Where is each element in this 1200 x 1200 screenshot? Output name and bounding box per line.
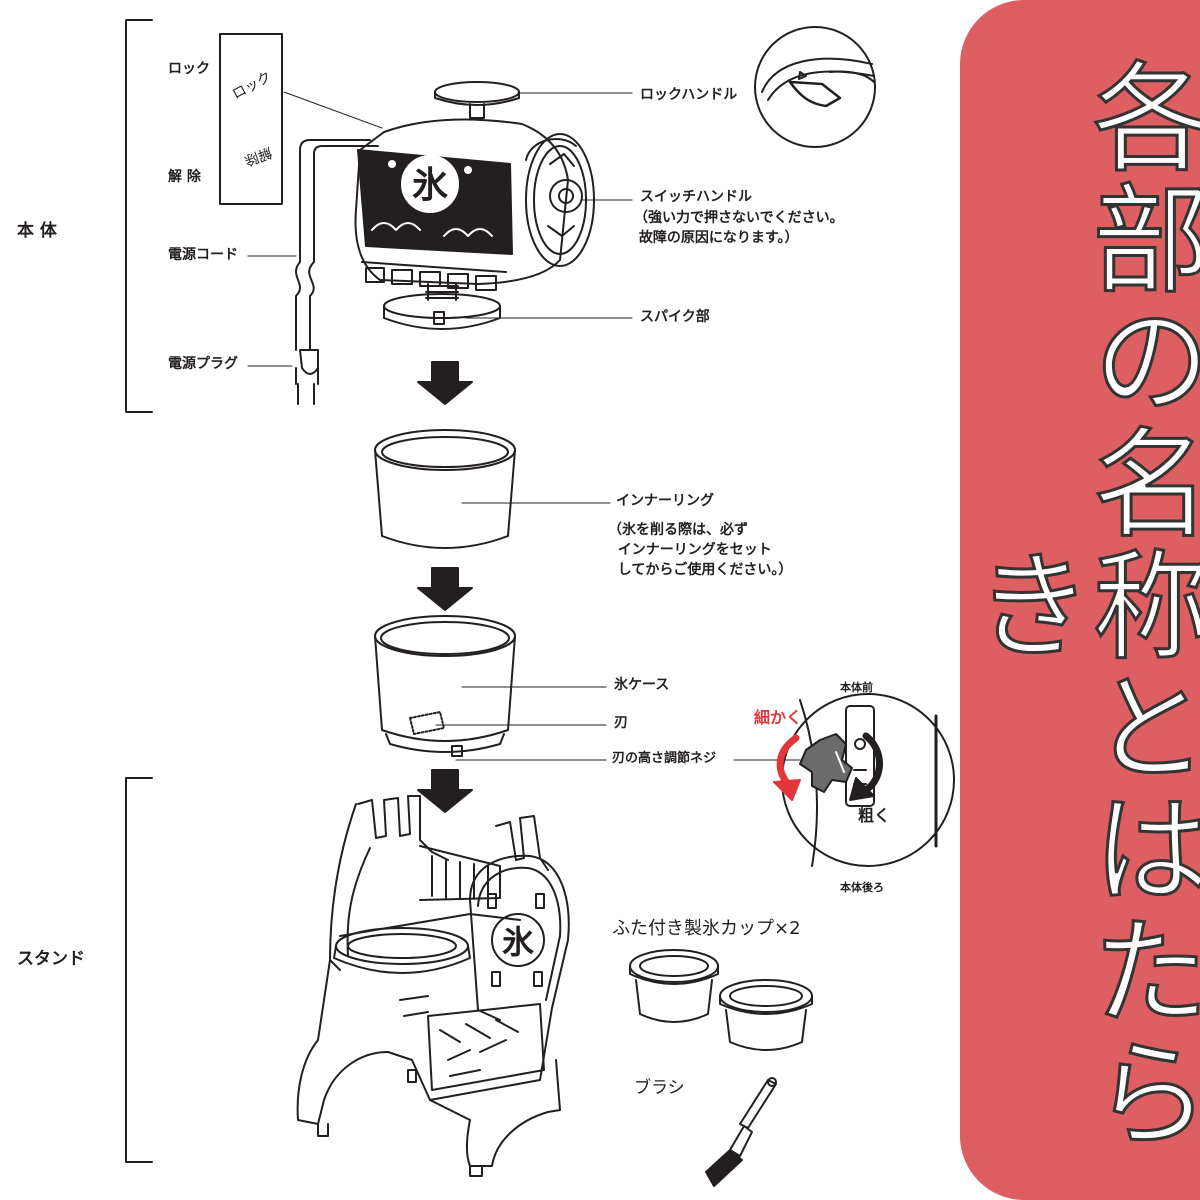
inner-ring (374, 429, 516, 549)
label-power-plug: 電源プラグ (168, 356, 238, 372)
lock-plate-lock-text: ロック (230, 69, 275, 103)
label-lock-handle: ロックハンドル (640, 87, 738, 103)
ice-cups (629, 949, 813, 1051)
label-unlock: 解 除 (168, 169, 201, 185)
bracket-body (125, 19, 153, 413)
note-switch-handle: （強い力で押さないでください。 故障の原因になります。） (634, 210, 844, 246)
stand: 氷 (296, 795, 570, 1177)
label-lock: ロック (168, 61, 210, 77)
stand-ice-kanji: 氷 (502, 923, 535, 961)
section-label-body: 本 体 (17, 221, 57, 241)
arrow-down-1 (417, 361, 473, 405)
label-ice-cups: ふた付き製氷カップ×2 (612, 918, 801, 939)
label-power-cord: 電源コード (168, 247, 238, 263)
label-blade: 刃 (614, 715, 628, 731)
ice-case (374, 615, 516, 757)
arrow-down-3 (417, 769, 473, 813)
lock-detail (754, 26, 876, 148)
label-brush: ブラシ (634, 1078, 685, 1098)
label-blade-adjust: 刃の高さ調節ネジ (612, 751, 717, 766)
page-title: 各部の名称とはたらき (953, 55, 1200, 1156)
parts-diagram: ロック 解除 (125, 19, 955, 1187)
brush (705, 1077, 777, 1187)
lock-plate: ロック 解除 (219, 33, 283, 205)
label-front: 本体前 (840, 681, 873, 694)
leader-lines (247, 91, 801, 761)
bracket-stand (125, 777, 153, 1163)
label-fine: 細かく (754, 708, 803, 727)
body-ice-kanji: 氷 (412, 165, 448, 206)
label-switch-handle: スイッチハンドル (640, 189, 752, 205)
main-unit: 氷 (295, 81, 595, 405)
note-inner-ring: （氷を削る際は、必ず インナーリングをセット してからご使用ください。） (608, 522, 793, 578)
lock-plate-unlock-text: 解除 (242, 144, 274, 169)
section-label-stand: スタンド (17, 949, 85, 969)
label-inner-ring: インナーリング (616, 493, 714, 509)
label-back: 本体後ろ (840, 881, 884, 894)
label-coarse: 粗く (858, 806, 891, 825)
label-ice-case: 氷ケース (614, 677, 670, 693)
blade-adjust-detail (773, 693, 955, 867)
arrow-down-2 (417, 567, 473, 611)
title-panel (960, 0, 1200, 1200)
label-spike: スパイク部 (640, 309, 710, 325)
